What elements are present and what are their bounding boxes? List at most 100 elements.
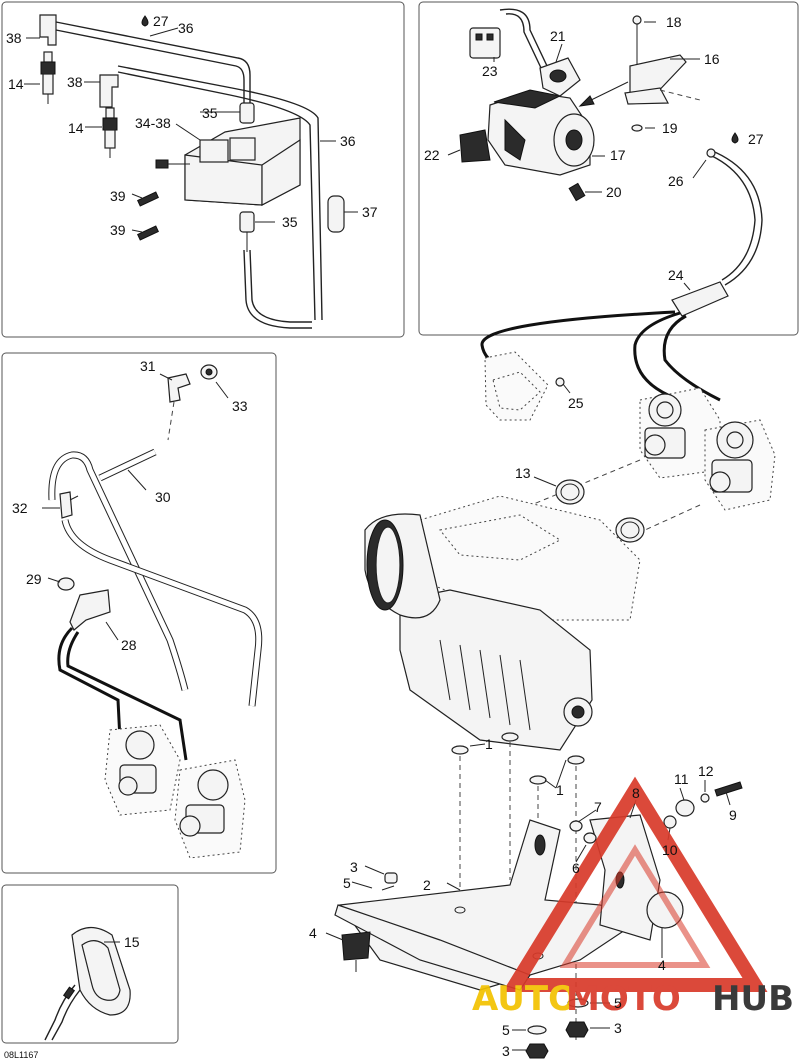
engine-mount-1b (501, 732, 519, 742)
sensor-28 (69, 589, 111, 631)
callout-7: 7 (594, 799, 602, 815)
cover-22 (459, 129, 491, 163)
callout-19: 19 (662, 120, 678, 136)
washer-5-bottom (567, 998, 589, 1008)
callout-3-top: 3 (350, 859, 358, 875)
callout-28: 28 (121, 637, 137, 653)
callout-27-hb: 27 (748, 131, 764, 147)
tee-fitting-32 (59, 491, 73, 519)
primer-group (44, 926, 131, 1041)
callout-32: 32 (12, 500, 28, 516)
callout-37: 37 (362, 204, 378, 220)
sleeve-37 (327, 195, 345, 233)
watermark-text-c: HUB (712, 979, 794, 1019)
spark-plug-cap-38 (39, 14, 57, 46)
nut-3-left (525, 1043, 549, 1059)
callout-27-ign: 27 (153, 13, 169, 29)
washer-5-left (527, 1025, 547, 1035)
callout-1-b: 1 (556, 782, 564, 798)
clamp-13a (555, 479, 585, 505)
callout-35-b: 35 (282, 214, 298, 230)
watermark-triangle (502, 776, 768, 992)
primer-panel-frame (1, 884, 179, 1044)
callout-labels: 38 27 36 14 38 35 34-38 14 36 39 39 35 3… (4, 13, 764, 1060)
callout-33: 33 (232, 398, 248, 414)
engine-mount-1c (529, 775, 547, 785)
callout-39-b: 39 (110, 222, 126, 238)
washer-7 (569, 820, 583, 832)
spring-20 (568, 182, 586, 202)
clip-25 (555, 377, 565, 387)
clip-35-bottom (239, 211, 255, 233)
carburetor-left (704, 419, 776, 511)
engine-mount-1a (451, 745, 469, 755)
callout-34-38: 34-38 (135, 115, 171, 131)
callout-21: 21 (550, 28, 566, 44)
callout-6: 6 (572, 860, 580, 876)
callout-29: 29 (26, 571, 42, 587)
lines-panel-frame (1, 352, 277, 874)
elbow-fitting-31 (167, 373, 191, 403)
callout-26: 26 (668, 173, 684, 189)
callout-3-right: 3 (614, 1020, 622, 1036)
grommet-29 (57, 577, 75, 591)
spark-plug-14b (102, 107, 118, 158)
ring-19 (631, 124, 643, 132)
callout-15: 15 (124, 934, 140, 950)
callout-9: 9 (729, 807, 737, 823)
grease-drop-27 (731, 132, 739, 144)
callout-23: 23 (482, 63, 498, 79)
washer-26 (706, 148, 716, 158)
engine-group (325, 351, 776, 1059)
ignition-panel-frame (1, 1, 405, 338)
watermark-text-b: MOTO (566, 979, 681, 1019)
damper-4-left (341, 931, 371, 972)
washer-3-top (384, 872, 398, 884)
grommet-11 (675, 799, 695, 817)
callout-36-b: 36 (340, 133, 356, 149)
callout-38-a: 38 (6, 30, 22, 46)
callout-4-right: 4 (658, 957, 666, 973)
carburetor-right (639, 387, 721, 479)
callout-2: 2 (423, 877, 431, 893)
lines-group (42, 364, 263, 859)
watermark-text-a: AUTO (472, 979, 577, 1019)
callout-3-left: 3 (502, 1043, 510, 1059)
washer-12 (700, 793, 710, 803)
connector-23 (469, 27, 501, 59)
callout-18: 18 (666, 14, 682, 30)
carburetor-lower-left (104, 724, 181, 816)
callout-11: 11 (674, 771, 689, 787)
bushing-10 (663, 815, 677, 829)
bolt-39a (137, 191, 159, 207)
nut-3-right (565, 1021, 589, 1038)
callout-8: 8 (632, 785, 640, 801)
callout-12: 12 (698, 763, 714, 779)
bolt-9 (714, 781, 743, 797)
callout-36-a: 36 (178, 20, 194, 36)
spark-plug-14a (40, 51, 56, 104)
bolt-39b (137, 225, 159, 241)
callout-22: 22 (424, 147, 440, 163)
callout-4-left: 4 (309, 925, 317, 941)
callout-14-b: 14 (68, 120, 84, 136)
handlebar-group (447, 8, 763, 402)
callout-38-b: 38 (67, 74, 83, 90)
spark-plug-cap-38b (99, 74, 119, 108)
callout-5-top: 5 (343, 875, 351, 891)
callout-31: 31 (140, 358, 156, 374)
diagram-code: 08L1167 (4, 1050, 38, 1060)
carburetor-lower-right (174, 759, 246, 859)
ignition-wire-36 (55, 21, 251, 105)
cable-connector-24 (671, 281, 729, 317)
callout-39-a: 39 (110, 188, 126, 204)
callout-17: 17 (610, 147, 626, 163)
callout-16: 16 (704, 51, 720, 67)
callout-13: 13 (515, 465, 531, 481)
callout-1-a: 1 (485, 736, 493, 752)
callout-30: 30 (155, 489, 171, 505)
clamp-13b (615, 517, 645, 543)
callout-24: 24 (668, 267, 684, 283)
callout-10: 10 (662, 842, 678, 858)
